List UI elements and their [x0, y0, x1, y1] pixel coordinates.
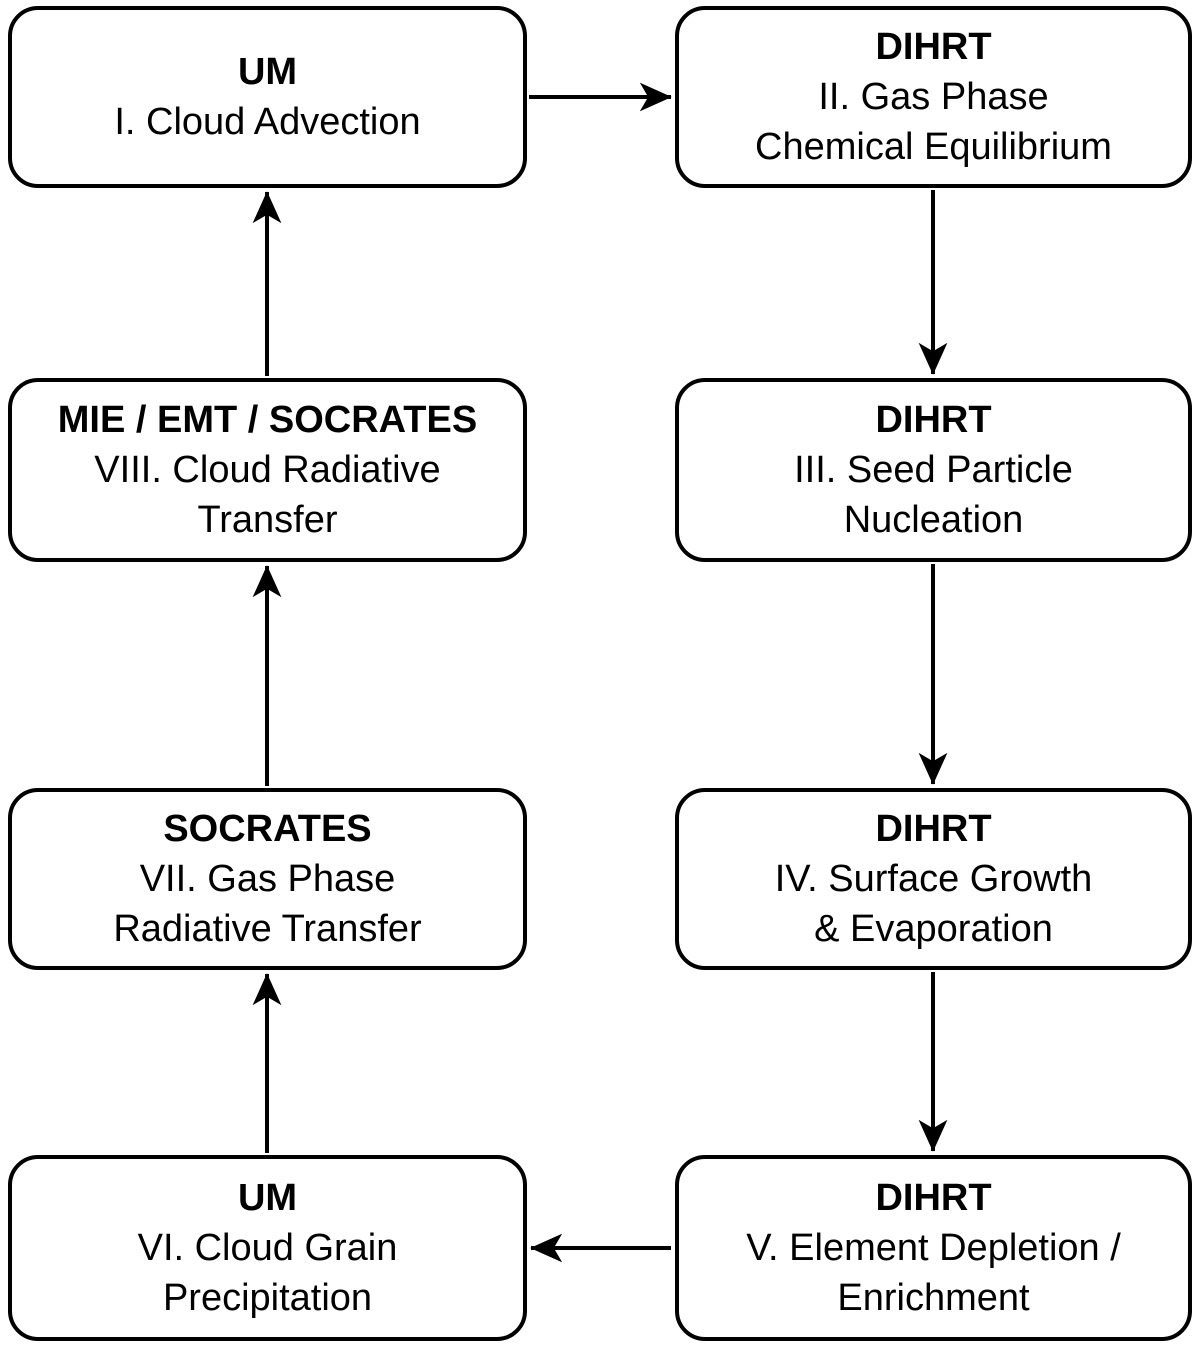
box-iv-model-label: DIHRT: [875, 808, 992, 850]
box-iv-step-label-line1: IV. Surface Growth: [774, 858, 1093, 900]
box-viii-step-label-line1: VIII. Cloud Radiative: [94, 449, 441, 491]
box-viii-cloud-radiative-transfer: MIE / EMT / SOCRATES VIII. Cloud Radiati…: [8, 378, 527, 562]
box-ii-gas-phase-chemical-equilibrium: DIHRT II. Gas Phase Chemical Equilibrium: [675, 6, 1192, 188]
box-vi-step-label-line1: VI. Cloud Grain: [137, 1227, 398, 1269]
box-iv-surface-growth-evaporation: DIHRT IV. Surface Growth & Evaporation: [675, 788, 1192, 970]
box-iv-step-label-line2: & Evaporation: [814, 908, 1053, 950]
box-vii-step-label-line2: Radiative Transfer: [113, 908, 422, 950]
box-i-step-label: I. Cloud Advection: [114, 101, 421, 143]
box-ii-step-label-line1: II. Gas Phase: [818, 76, 1049, 118]
box-ii-step-label-line2: Chemical Equilibrium: [755, 126, 1112, 168]
box-v-model-label: DIHRT: [875, 1177, 992, 1219]
box-ii-model-label: DIHRT: [875, 26, 992, 68]
box-iii-model-label: DIHRT: [875, 399, 992, 441]
box-viii-step-label-line2: Transfer: [197, 499, 338, 541]
box-vii-model-label: SOCRATES: [163, 808, 372, 850]
box-i-model-label: UM: [237, 51, 298, 93]
box-i-cloud-advection: UM I. Cloud Advection: [8, 6, 527, 188]
box-iii-seed-particle-nucleation: DIHRT III. Seed Particle Nucleation: [675, 378, 1192, 562]
box-v-step-label-line2: Enrichment: [837, 1277, 1030, 1319]
box-viii-model-label: MIE / EMT / SOCRATES: [57, 399, 478, 441]
box-v-element-depletion-enrichment: DIHRT V. Element Depletion / Enrichment: [675, 1155, 1192, 1341]
box-iii-step-label-line1: III. Seed Particle: [794, 449, 1073, 491]
box-v-step-label-line1: V. Element Depletion /: [746, 1227, 1121, 1269]
box-vi-cloud-grain-precipitation: UM VI. Cloud Grain Precipitation: [8, 1155, 527, 1341]
box-vii-step-label-line1: VII. Gas Phase: [139, 858, 396, 900]
box-iii-step-label-line2: Nucleation: [843, 499, 1024, 541]
box-vi-model-label: UM: [237, 1177, 298, 1219]
box-vi-step-label-line2: Precipitation: [162, 1277, 373, 1319]
box-vii-gas-phase-radiative-transfer: SOCRATES VII. Gas Phase Radiative Transf…: [8, 788, 527, 970]
